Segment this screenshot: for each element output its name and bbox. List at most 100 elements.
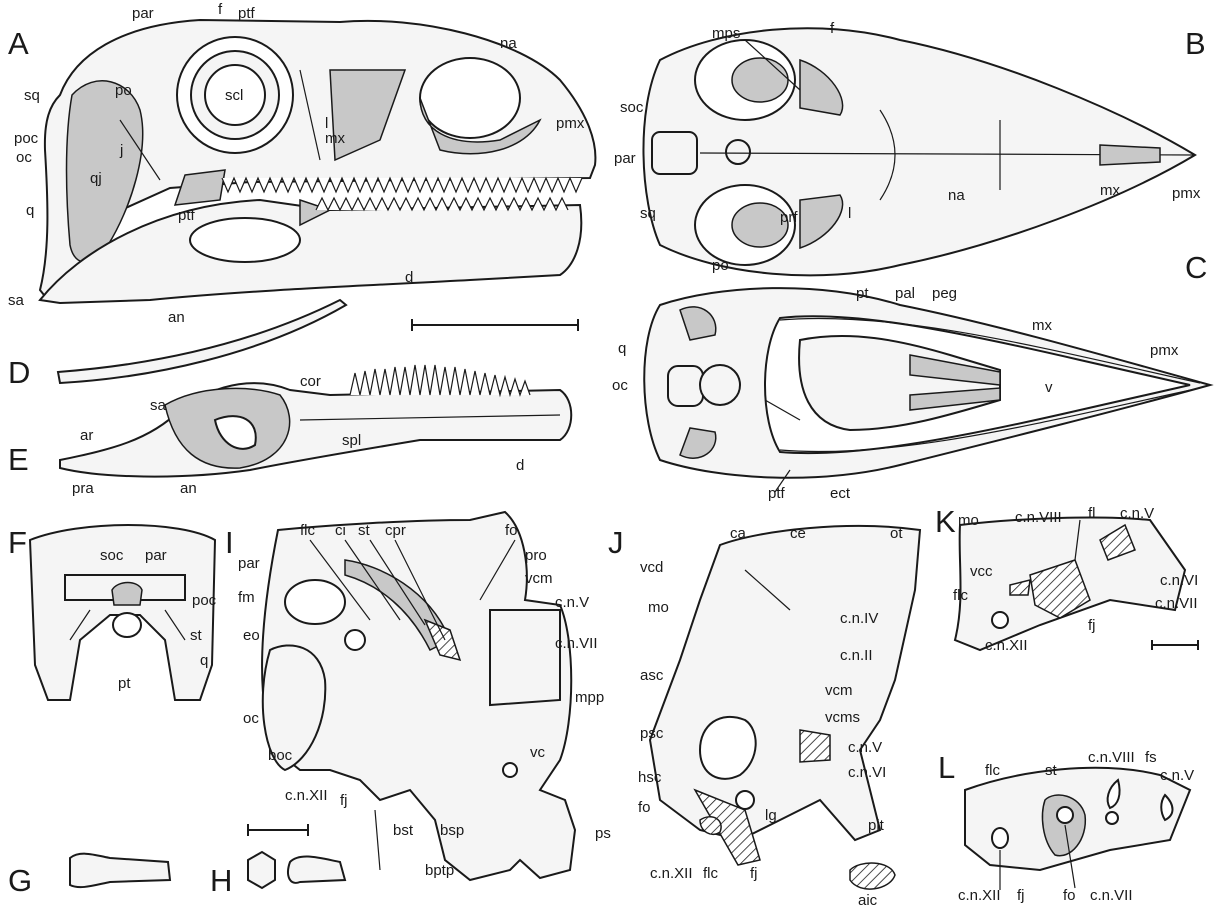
label-j: ot	[890, 525, 903, 542]
label-j: c.n.VI	[848, 764, 886, 781]
label-j: psc	[640, 725, 664, 742]
label-i: cpr	[385, 522, 406, 539]
label-i: flc	[300, 522, 316, 539]
label-a: qj	[90, 170, 102, 187]
label-j: fj	[750, 865, 758, 882]
label-k: c.n.XII	[985, 637, 1028, 654]
label-b: mx	[1100, 182, 1120, 199]
label-b: mps	[712, 25, 740, 42]
label-b: na	[948, 187, 965, 204]
label-a: sa	[8, 292, 25, 309]
label-j: vcms	[825, 709, 860, 726]
label-b: sq	[640, 205, 656, 222]
label-b: pmx	[1172, 185, 1201, 202]
label-a: an	[168, 309, 185, 326]
label-j: aic	[858, 892, 878, 909]
label-i: fj	[340, 792, 348, 809]
label-i: bptp	[425, 862, 454, 879]
label-j: vcd	[640, 559, 663, 576]
label-a: f	[218, 1, 223, 18]
label-i: fm	[238, 589, 255, 606]
label-a: j	[119, 142, 123, 159]
label-i: st	[358, 522, 371, 539]
label-f: poc	[192, 592, 217, 609]
label-l: c.n.XII	[958, 887, 1001, 904]
panel-letter-c: C	[1185, 250, 1207, 285]
label-c: pt	[856, 285, 869, 302]
panel-letter-j: J	[608, 525, 624, 560]
panel-h-bone	[248, 852, 345, 888]
label-i: fo	[505, 522, 518, 539]
label-i: oc	[243, 710, 259, 727]
label-i: eo	[243, 627, 260, 644]
label-c: q	[618, 340, 626, 357]
label-c: pmx	[1150, 342, 1179, 359]
label-a: scl	[225, 87, 243, 104]
panel-a-skull-lateral	[40, 20, 595, 331]
label-j: vcm	[825, 682, 853, 699]
label-a: mx	[325, 130, 345, 147]
label-j: flc	[703, 865, 719, 882]
label-j: ce	[790, 525, 806, 542]
label-f: par	[145, 547, 167, 564]
label-l: fj	[1017, 887, 1025, 904]
label-a: pmx	[556, 115, 585, 132]
label-j: pit	[868, 817, 885, 834]
label-b: po	[712, 257, 729, 274]
label-k: c.n.VI	[1160, 572, 1198, 589]
label-a: na	[500, 35, 517, 52]
panel-b-skull-dorsal	[643, 28, 1195, 275]
label-k: vcc	[970, 563, 993, 580]
label-j: c.n.II	[840, 647, 873, 664]
panel-j-braincase-interior	[650, 526, 920, 889]
label-e: cor	[300, 373, 321, 390]
panel-letter-f: F	[8, 525, 27, 560]
label-c: mx	[1032, 317, 1052, 334]
label-f: st	[190, 627, 203, 644]
label-j: lg	[765, 807, 777, 824]
label-j: hsc	[638, 769, 662, 786]
label-i: pro	[525, 547, 547, 564]
label-e: pra	[72, 480, 94, 497]
label-a: po	[115, 82, 132, 99]
label-j: ca	[730, 525, 747, 542]
label-a: d	[405, 269, 413, 286]
lower-tooth-row	[316, 198, 568, 210]
label-k: fj	[1088, 617, 1096, 634]
label-j: c.n.XII	[650, 865, 693, 882]
label-c: pal	[895, 285, 915, 302]
panel-c-skull-ventral	[644, 288, 1210, 478]
label-i: mpp	[575, 689, 604, 706]
label-c: oc	[612, 377, 628, 394]
label-c: ptf	[768, 485, 786, 502]
panel-d-bone-rod	[58, 300, 346, 383]
label-i: par	[238, 555, 260, 572]
label-k: flc	[953, 587, 969, 604]
label-f: pt	[118, 675, 131, 692]
label-l: fo	[1063, 887, 1076, 904]
label-i: c.n.V	[555, 594, 589, 611]
label-j: fo	[638, 799, 651, 816]
label-j: c.n.V	[848, 739, 882, 756]
panel-letter-g: G	[8, 863, 32, 898]
panel-letter-h: H	[210, 863, 232, 898]
label-a: poc	[14, 130, 39, 147]
label-j: c.n.IV	[840, 610, 878, 627]
label-f: soc	[100, 547, 124, 564]
panel-letter-i: I	[225, 525, 234, 560]
label-k: c.n.VII	[1155, 595, 1198, 612]
label-a: ptf	[178, 207, 196, 224]
panel-letter-e: E	[8, 442, 29, 477]
label-k: mo	[958, 512, 979, 529]
panel-l-braincase-detail	[965, 768, 1190, 870]
label-i: bst	[393, 822, 414, 839]
label-b: l	[848, 205, 851, 222]
panel-letter-b: B	[1185, 26, 1206, 61]
label-e: ar	[80, 427, 93, 444]
label-l: fs	[1145, 749, 1157, 766]
label-a: q	[26, 202, 34, 219]
panel-letter-k: K	[935, 504, 956, 539]
label-e: d	[516, 457, 524, 474]
label-l: flc	[985, 762, 1001, 779]
